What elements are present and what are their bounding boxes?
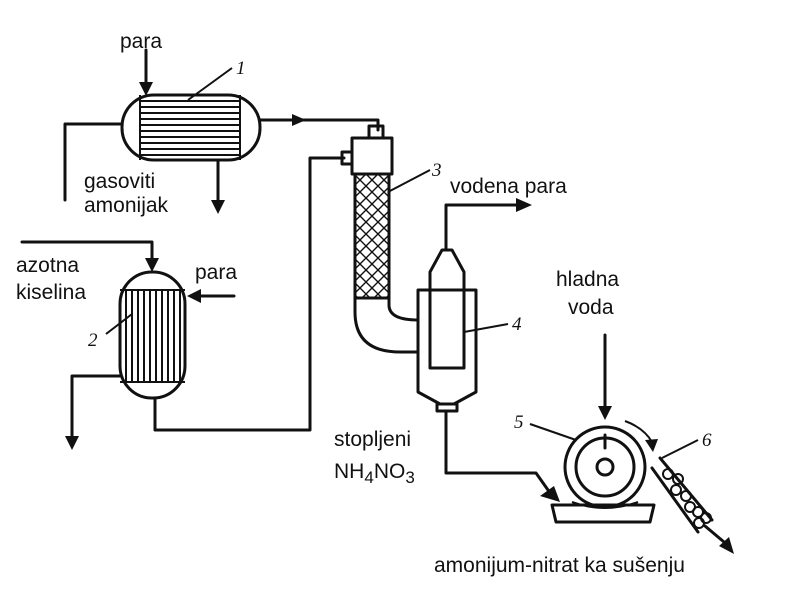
label-steam-heater: para: [195, 261, 237, 284]
formula-part-nh: NH: [334, 460, 364, 483]
formula-sub-3: 3: [405, 468, 414, 487]
ammonia-inlet-line: [63, 122, 124, 202]
label-steam-top: para: [120, 30, 162, 53]
reactor-elbow-inner: [387, 296, 420, 322]
reactor-packed-bed: [353, 172, 391, 300]
acid-to-reactor-line: [153, 156, 346, 432]
label-nitric-acid-2: kiselina: [16, 281, 86, 304]
drum-rotation-arrow: [624, 420, 658, 452]
leader-2: [105, 313, 133, 335]
reactor-3: [340, 124, 420, 354]
number-3: 3: [431, 160, 442, 181]
drum-axle: [595, 457, 615, 477]
steam-inlet-heater-1: [139, 48, 153, 96]
leader-4: [463, 323, 509, 333]
label-molten-formula: NH4NO3: [334, 460, 415, 487]
heater-2-tubes: [125, 290, 181, 382]
separator-inner-cone: [428, 248, 466, 370]
label-cold-water-2: voda: [568, 296, 614, 319]
leader-6: [661, 439, 699, 459]
cold-water-inlet: [598, 333, 612, 450]
nitric-acid-inlet-line: [20, 240, 159, 272]
separator-shell: [416, 288, 478, 406]
cooling-drum-5: [550, 425, 656, 524]
separator-4: [416, 248, 478, 413]
number-6: 6: [702, 430, 712, 451]
product-flakes: [662, 468, 712, 529]
scraper-chute-6: [650, 456, 734, 554]
label-water-vapour: vodena para: [450, 175, 567, 198]
ammonia-heater-1: [120, 93, 262, 162]
formula-sub-4: 4: [364, 468, 373, 487]
water-vapour-outlet: [444, 198, 532, 252]
drum-outer: [563, 425, 647, 509]
label-gaseous-ammonia-2: amonijak: [84, 194, 169, 217]
reactor-elbow-outer: [353, 296, 420, 354]
reactor-head: [350, 136, 394, 176]
number-2: 2: [88, 330, 98, 351]
ammonia-to-reactor-line: [258, 114, 380, 132]
condensate-outlet-heater-2: [65, 374, 122, 450]
leader-5: [529, 423, 577, 441]
leader-1: [187, 67, 233, 101]
label-nitric-acid-1: azotna: [16, 254, 79, 277]
acid-heater-2: [118, 270, 187, 400]
formula-part-no: NO: [374, 460, 406, 483]
leader-3: [387, 169, 431, 193]
label-gaseous-ammonia-1: gasoviti: [84, 170, 155, 193]
molten-salt-line: [444, 409, 560, 502]
reactor-top-nozzle: [367, 124, 385, 140]
number-1: 1: [236, 58, 246, 79]
number-4: 4: [512, 314, 522, 335]
steam-inlet-heater-2: [187, 289, 236, 303]
label-cold-water-1: hladna: [556, 268, 619, 291]
label-product-output: amonijum-nitrat ka sušenju: [434, 554, 685, 577]
condensate-outlet-heater-1: [211, 158, 225, 214]
label-molten-1: stopljeni: [334, 428, 411, 451]
heater-1-tubes: [140, 100, 240, 156]
heater-1-shell: [120, 93, 262, 162]
number-5: 5: [514, 412, 524, 433]
heater-2-shell: [118, 270, 187, 400]
